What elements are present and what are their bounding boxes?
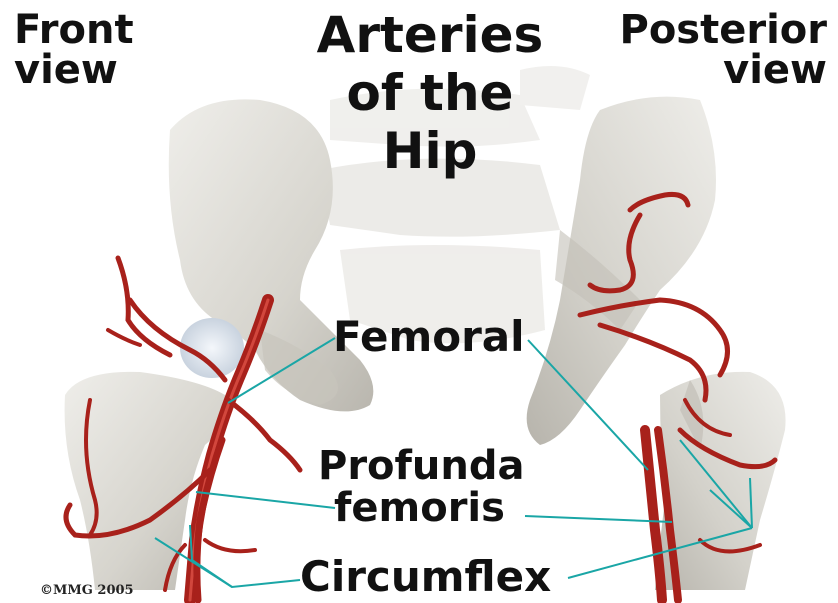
front-view-line-2: view (14, 50, 134, 90)
title-line-3: Hip (290, 122, 570, 180)
posterior-view-line-1: Posterior (602, 10, 827, 50)
title-line-2: of the (290, 64, 570, 122)
copyright-notice: ©MMG 2005 (40, 583, 134, 598)
diagram-title: Arteries of the Hip (290, 6, 570, 180)
femoral-label: Femoral (333, 316, 525, 358)
title-line-1: Arteries (290, 6, 570, 64)
profunda-label-line-1: Profunda (318, 446, 525, 486)
posterior-view-line-2: view (602, 50, 827, 90)
profunda-label-line-2: femoris (334, 488, 505, 528)
profunda-leader-front (196, 492, 335, 508)
front-view-line-1: Front (14, 10, 134, 50)
posterior-view-label: Posterior view (602, 10, 827, 90)
front-view-label: Front view (14, 10, 134, 90)
circumflex-label: Circumflex (300, 556, 551, 598)
